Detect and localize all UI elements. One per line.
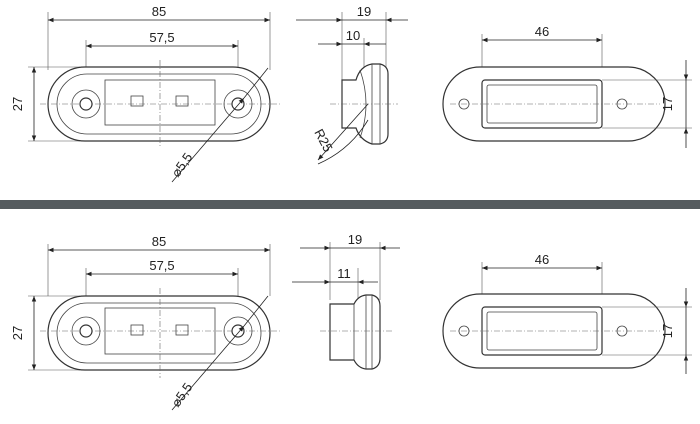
hole-diameter-label: ⌀5,5 xyxy=(168,150,195,180)
top-rear-view: 46 17 xyxy=(442,24,692,148)
depth-label: 19 xyxy=(348,232,362,247)
lens-width-label: 46 xyxy=(535,252,549,267)
led-right xyxy=(175,95,189,107)
lens-height-label: 17 xyxy=(660,97,675,111)
height-label: 27 xyxy=(10,97,25,111)
mounting-hole-right xyxy=(231,324,245,338)
hole-spacing-label: 57,5 xyxy=(149,30,174,45)
led-left xyxy=(130,324,144,336)
radius-label: R25 xyxy=(311,126,335,154)
led-left xyxy=(130,95,144,107)
hole-boss-right xyxy=(223,316,253,346)
bottom-panel: 85 57,5 27 ⌀5,5 xyxy=(10,232,692,411)
hole-spacing-label: 57,5 xyxy=(149,258,174,273)
lens-depth-label: 10 xyxy=(346,28,360,43)
led-right xyxy=(175,324,189,336)
bottom-rear-view: 46 17 xyxy=(442,252,692,374)
hole-diameter-label: ⌀5,5 xyxy=(168,380,195,410)
radius-arc xyxy=(317,119,369,165)
mounting-hole-left xyxy=(79,324,93,338)
height-label: 27 xyxy=(10,326,25,340)
bottom-front-view: 85 57,5 27 ⌀5,5 xyxy=(10,234,280,411)
side-profile xyxy=(329,294,381,370)
length-label: 85 xyxy=(152,4,166,19)
top-side-view: 19 10 R25 xyxy=(296,4,408,165)
mounting-hole-left xyxy=(79,97,93,111)
top-front-view: 85 57,5 27 ⌀5,5 xyxy=(10,4,280,183)
length-label: 85 xyxy=(152,234,166,249)
lamp-body-outline xyxy=(47,295,271,371)
section-divider xyxy=(0,200,700,209)
lens-height-label: 17 xyxy=(660,324,675,338)
top-panel: 85 57,5 27 ⌀5,5 xyxy=(10,4,692,183)
hole-boss-left xyxy=(71,89,101,119)
hole-boss-right xyxy=(223,89,253,119)
hole-boss-left xyxy=(71,316,101,346)
bottom-side-view: 19 11 xyxy=(292,232,400,370)
depth-label: 19 xyxy=(357,4,371,19)
lens-width-label: 46 xyxy=(535,24,549,39)
lens-depth-label: 11 xyxy=(337,266,351,281)
